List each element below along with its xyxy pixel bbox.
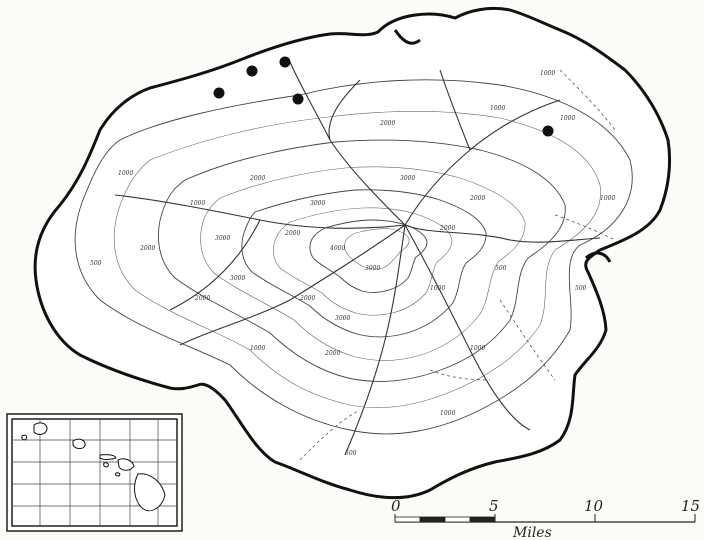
contour-label: 4000 — [329, 245, 345, 252]
scale-tick-label: 5 — [489, 497, 499, 515]
site-marker-group — [213, 56, 554, 137]
contour-label: 1000 — [560, 115, 575, 122]
contour-label: 2000 — [284, 230, 300, 237]
scale-bar-segment — [469, 516, 496, 523]
inset-maui — [117, 458, 135, 471]
contour-label: 2000 — [139, 245, 155, 252]
contour-label: 1000 — [470, 345, 485, 352]
inset-niihau — [21, 434, 28, 441]
contour-label: 2000 — [379, 120, 395, 127]
contour-label: 1000 — [430, 285, 445, 292]
contour-label: 3000 — [215, 235, 230, 242]
inset-grid — [12, 419, 177, 526]
contour-label-group: 1000 2000 3000 4000 500 1000 2000 3000 1… — [90, 70, 615, 457]
site-marker — [279, 56, 291, 68]
trail-lines — [299, 69, 616, 461]
contour-label: 500 — [495, 265, 507, 272]
scale-bar-segment — [419, 516, 446, 523]
site-marker — [246, 65, 258, 77]
contour-label: 2000 — [439, 225, 455, 232]
inset-oahu — [72, 438, 86, 449]
inset-molokai — [99, 454, 117, 460]
scale-tick-label: 15 — [681, 497, 700, 515]
contour-lines — [74, 79, 633, 435]
inset-kauai — [33, 422, 48, 435]
contour-label: 1000 — [600, 195, 615, 202]
contour-label: 3000 — [365, 265, 380, 272]
contour-label: 3000 — [310, 200, 325, 207]
inset-lanai — [103, 462, 109, 468]
inset-hawaii — [134, 473, 166, 512]
contour-label: 2000 — [324, 350, 340, 357]
site-marker — [292, 93, 304, 105]
scale-bar: 0 5 10 15 Miles — [391, 497, 700, 540]
contour-label: 2000 — [469, 195, 485, 202]
contour-label: 2000 — [299, 295, 315, 302]
contour-label: 3000 — [230, 275, 245, 282]
contour-label: 2000 — [194, 295, 210, 302]
hawaiian-islands-locator-inset — [6, 413, 183, 532]
contour-label: 1000 — [490, 105, 505, 112]
inset-kahoolawe — [115, 472, 121, 477]
contour-label: 1000 — [118, 170, 133, 177]
contour-label: 1000 — [440, 410, 455, 417]
east-bay — [585, 251, 612, 263]
contour-label: 1000 — [190, 200, 205, 207]
site-marker — [213, 87, 225, 99]
scale-unit-label: Miles — [512, 525, 552, 540]
contour-label: 1000 — [540, 70, 555, 77]
scale-bar-segment — [444, 516, 471, 523]
contour-label: 500 — [90, 260, 102, 267]
valley-lines — [114, 61, 601, 456]
contour-label: 3000 — [335, 315, 350, 322]
scale-tick-label: 10 — [584, 497, 604, 515]
contour-label: 500 — [575, 285, 587, 292]
contour-label: 500 — [345, 450, 357, 457]
contour-label: 3000 — [400, 175, 415, 182]
contour-label: 2000 — [249, 175, 265, 182]
island-coastline — [33, 6, 672, 499]
north-bay — [393, 29, 421, 45]
scale-bar-segment — [394, 516, 421, 523]
contour-label: 1000 — [250, 345, 265, 352]
site-marker — [542, 125, 554, 137]
scale-tick-label: 0 — [391, 497, 401, 515]
